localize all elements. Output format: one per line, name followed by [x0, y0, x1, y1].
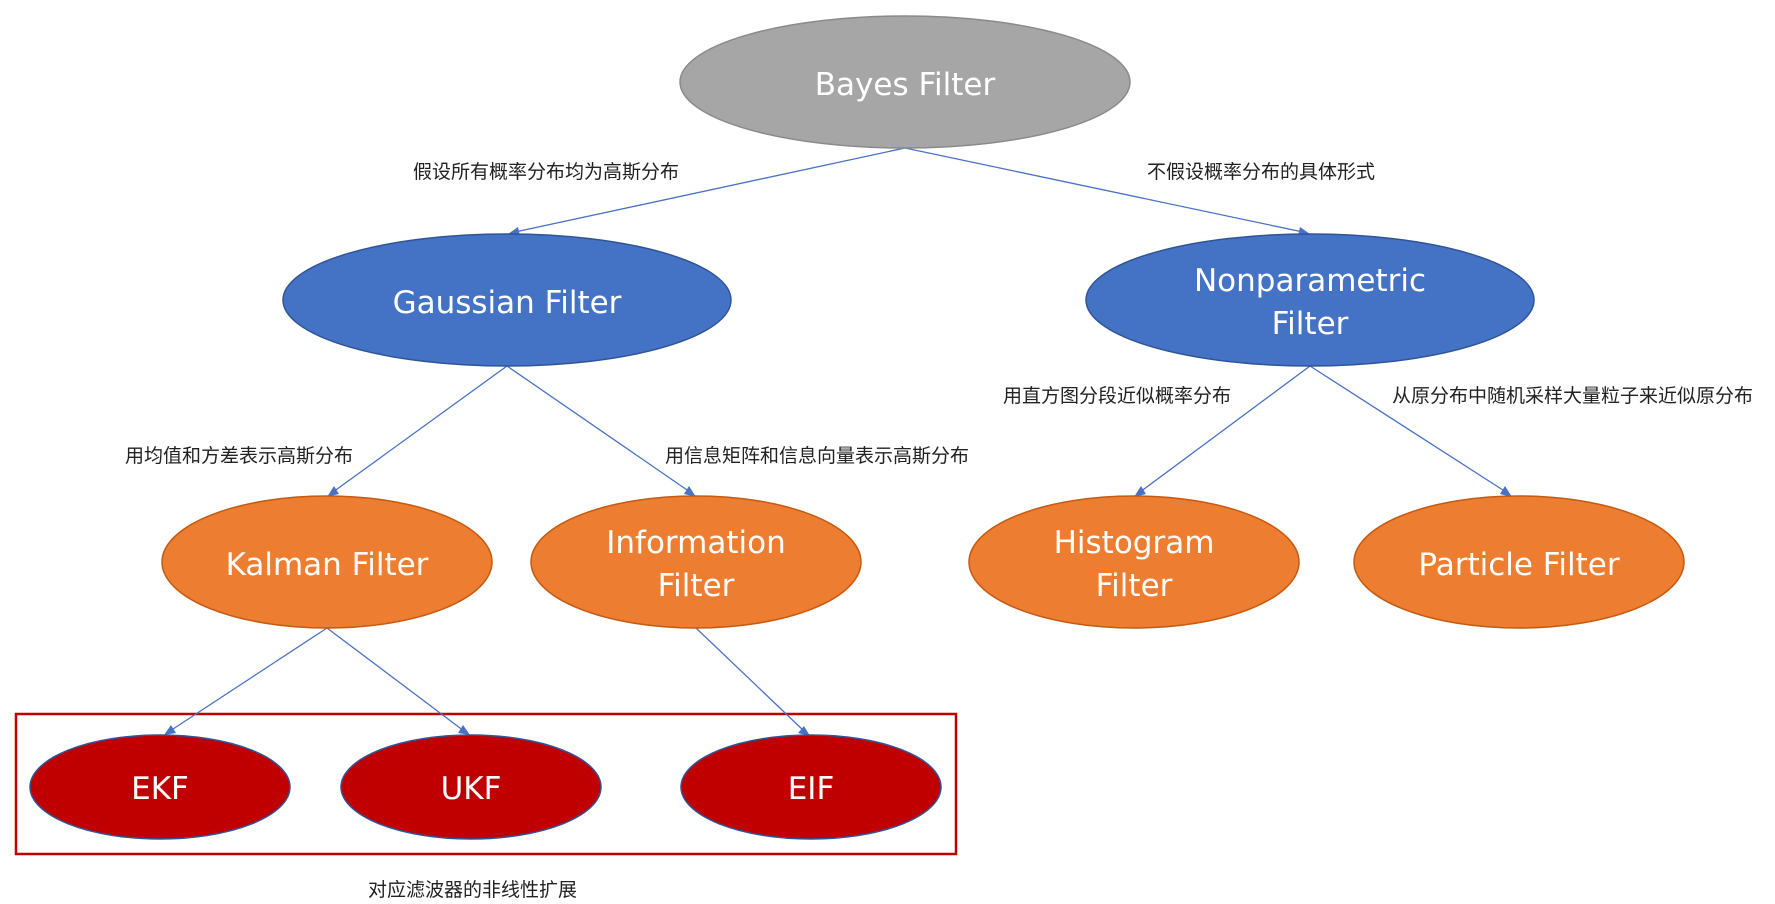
edge-label-nonparametric-histogram: 用直方图分段近似概率分布 [1003, 385, 1231, 407]
edge-bayes-nonparametric [904, 147, 1304, 233]
edge-kalman-ukf [326, 627, 465, 732]
node-bayes-filter: Bayes Filter [679, 15, 1131, 149]
arrowhead-particle [1500, 486, 1512, 497]
edge-gaussian-information [506, 365, 691, 493]
node-histogram-filter-label-line1: Histogram [1054, 525, 1215, 561]
node-information-filter: Information Filter [530, 495, 862, 629]
arrowhead-ukf [458, 725, 470, 735]
node-information-filter-label-line2: Filter [658, 568, 735, 604]
arrowhead-information [684, 486, 696, 497]
edges [164, 147, 1512, 736]
edge-nonparametric-histogram [1139, 365, 1311, 493]
nonlinear-extension-caption: 对应滤波器的非线性扩展 [368, 879, 577, 901]
node-nonparametric-filter: Nonparametric Filter [1085, 233, 1535, 367]
arrowhead-eif [798, 726, 810, 736]
edge-bayes-gaussian [514, 147, 906, 233]
node-information-filter-label-line1: Information [606, 525, 785, 561]
edge-label-gaussian-information: 用信息矩阵和信息向量表示高斯分布 [665, 445, 969, 467]
node-kalman-filter: Kalman Filter [161, 495, 493, 629]
edge-kalman-ekf [169, 627, 328, 732]
node-nonparametric-filter-label-line1: Nonparametric [1194, 263, 1426, 299]
edge-gaussian-kalman [332, 365, 508, 493]
node-ukf-label: UKF [441, 771, 502, 807]
edge-nonparametric-particle [1309, 365, 1507, 493]
node-histogram-filter-label-line2: Filter [1096, 568, 1173, 604]
node-eif: EIF [680, 734, 942, 840]
node-particle-filter-label: Particle Filter [1418, 547, 1619, 583]
node-ekf: EKF [29, 734, 291, 840]
node-eif-label: EIF [788, 771, 835, 807]
nonlinear-extension-box [14, 712, 958, 856]
edge-information-eif [695, 627, 805, 732]
arrowhead-kalman [327, 486, 339, 497]
node-ekf-label: EKF [131, 771, 189, 807]
node-histogram-filter: Histogram Filter [968, 495, 1300, 629]
node-bayes-filter-label: Bayes Filter [815, 67, 996, 103]
edge-labels: 假设所有概率分布均为高斯分布 不假设概率分布的具体形式 用均值和方差表示高斯分布… [125, 161, 1753, 467]
edge-label-bayes-nonparametric: 不假设概率分布的具体形式 [1147, 161, 1375, 183]
node-gaussian-filter-label: Gaussian Filter [393, 285, 622, 321]
edge-label-bayes-gaussian: 假设所有概率分布均为高斯分布 [413, 161, 679, 183]
arrowhead-ekf [164, 725, 176, 735]
edge-label-gaussian-kalman: 用均值和方差表示高斯分布 [125, 445, 353, 467]
node-kalman-filter-label: Kalman Filter [226, 547, 429, 583]
node-particle-filter: Particle Filter [1353, 495, 1685, 629]
node-gaussian-filter: Gaussian Filter [282, 233, 732, 367]
arrowhead-histogram [1134, 486, 1146, 497]
node-ukf: UKF [340, 734, 602, 840]
edge-label-nonparametric-particle: 从原分布中随机采样大量粒子来近似原分布 [1392, 385, 1753, 407]
node-nonparametric-filter-label-line2: Filter [1272, 306, 1349, 342]
